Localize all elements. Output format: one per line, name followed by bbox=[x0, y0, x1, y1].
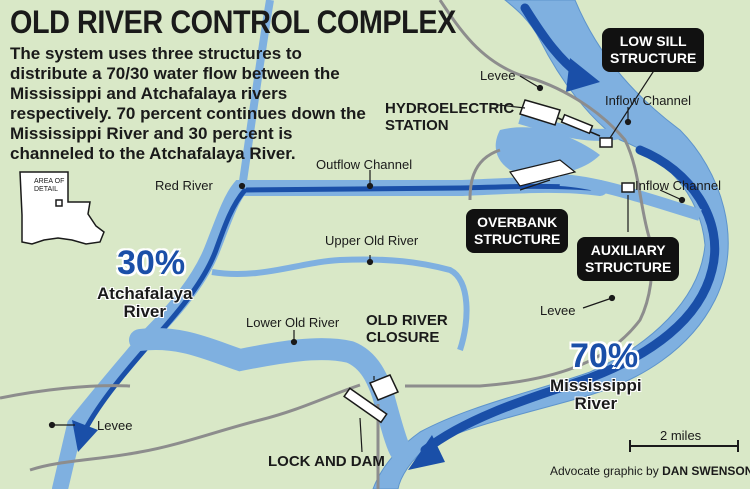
graphic-credit: Advocate graphic by DAN SWENSON bbox=[550, 464, 750, 478]
hydroelectric-station-label: HYDROELECTRIC STATION bbox=[385, 100, 514, 134]
mississippi-arrowhead-top bbox=[566, 58, 600, 92]
louisiana-inset-map bbox=[19, 171, 105, 245]
levee-label-bottom-left: Levee bbox=[97, 418, 133, 433]
old-river-closure-line1: OLD RIVER bbox=[366, 312, 448, 329]
auxiliary-line2: STRUCTURE bbox=[585, 259, 672, 275]
mississippi-percent: 70% bbox=[570, 337, 639, 375]
mississippi-line2: River bbox=[574, 394, 618, 413]
atchafalaya-arrowhead bbox=[72, 420, 98, 452]
mississippi-river-label: Mississippi River bbox=[550, 377, 642, 413]
old-river-closure-label: OLD RIVER CLOSURE bbox=[366, 312, 448, 346]
red-river-label: Red River bbox=[155, 178, 213, 193]
hydroelectric-line1: HYDROELECTRIC bbox=[385, 100, 515, 117]
low-sill-line1: LOW SILL bbox=[619, 33, 687, 49]
auxiliary-structure-label: AUXILIARY STRUCTURE bbox=[577, 237, 680, 281]
hydroelectric-station-marker bbox=[519, 99, 601, 137]
lock-and-dam-label: LOCK AND DAM bbox=[268, 453, 385, 470]
lock-and-dam-marker bbox=[343, 387, 388, 424]
old-river-closure-line2: CLOSURE bbox=[366, 329, 440, 346]
outflow-channel-label: Outflow Channel bbox=[316, 157, 413, 172]
auxiliary-line1: AUXILIARY bbox=[590, 242, 666, 258]
overbank-line2: STRUCTURE bbox=[474, 231, 561, 247]
scale-label: 2 miles bbox=[660, 428, 702, 443]
overbank-structure-label: OVERBANK STRUCTURE bbox=[466, 209, 569, 253]
leader-lines bbox=[48, 68, 686, 453]
credit-prefix: Advocate graphic by bbox=[550, 464, 659, 478]
mississippi-arrowhead-bottom bbox=[408, 435, 445, 470]
atchafalaya-percent: 30% bbox=[117, 244, 186, 282]
atchafalaya-river-label: Atchafalaya River bbox=[97, 285, 192, 321]
inflow-channel-label-right: Inflow Channel bbox=[635, 178, 721, 193]
levee-label-top: Levee bbox=[480, 68, 516, 83]
lower-old-river-label: Lower Old River bbox=[246, 315, 340, 330]
area-of-detail-marker bbox=[55, 199, 63, 207]
red-river bbox=[238, 0, 274, 189]
map-description: The system uses three structures to dist… bbox=[10, 44, 366, 163]
lower-old-river bbox=[129, 328, 411, 461]
inset-label-line2: DETAIL bbox=[34, 186, 58, 193]
mississippi-line1: Mississippi bbox=[550, 376, 642, 395]
upper-old-river bbox=[211, 256, 470, 351]
low-sill-line2: STRUCTURE bbox=[610, 50, 697, 66]
atchafalaya-line2: River bbox=[123, 302, 166, 321]
inset-label-line1: AREA OF bbox=[34, 178, 65, 185]
inset-label: AREA OF DETAIL bbox=[34, 178, 64, 194]
low-sill-structure-marker bbox=[599, 137, 613, 148]
mississippi-river bbox=[372, 0, 729, 489]
inflow-channel-label-top: Inflow Channel bbox=[605, 93, 691, 108]
upper-old-river-label: Upper Old River bbox=[325, 233, 419, 248]
atchafalaya-line1: Atchafalaya bbox=[97, 284, 193, 303]
credit-name: DAN SWENSON bbox=[662, 464, 750, 478]
inflow-channel-upper bbox=[518, 112, 627, 141]
map-title: OLD RIVER CONTROL COMPLEX bbox=[10, 4, 456, 40]
levee-label-right: Levee bbox=[540, 303, 576, 318]
old-river-closure-marker bbox=[368, 374, 400, 401]
atchafalaya-flow-arrow bbox=[82, 183, 593, 433]
overbank-structure-marker bbox=[508, 159, 577, 187]
hydroelectric-line2: STATION bbox=[385, 117, 449, 134]
overbank-line1: OVERBANK bbox=[477, 214, 558, 230]
auxiliary-structure-marker bbox=[621, 182, 635, 193]
low-sill-structure-label: LOW SILL STRUCTURE bbox=[602, 28, 705, 72]
channel-lake bbox=[495, 127, 600, 175]
